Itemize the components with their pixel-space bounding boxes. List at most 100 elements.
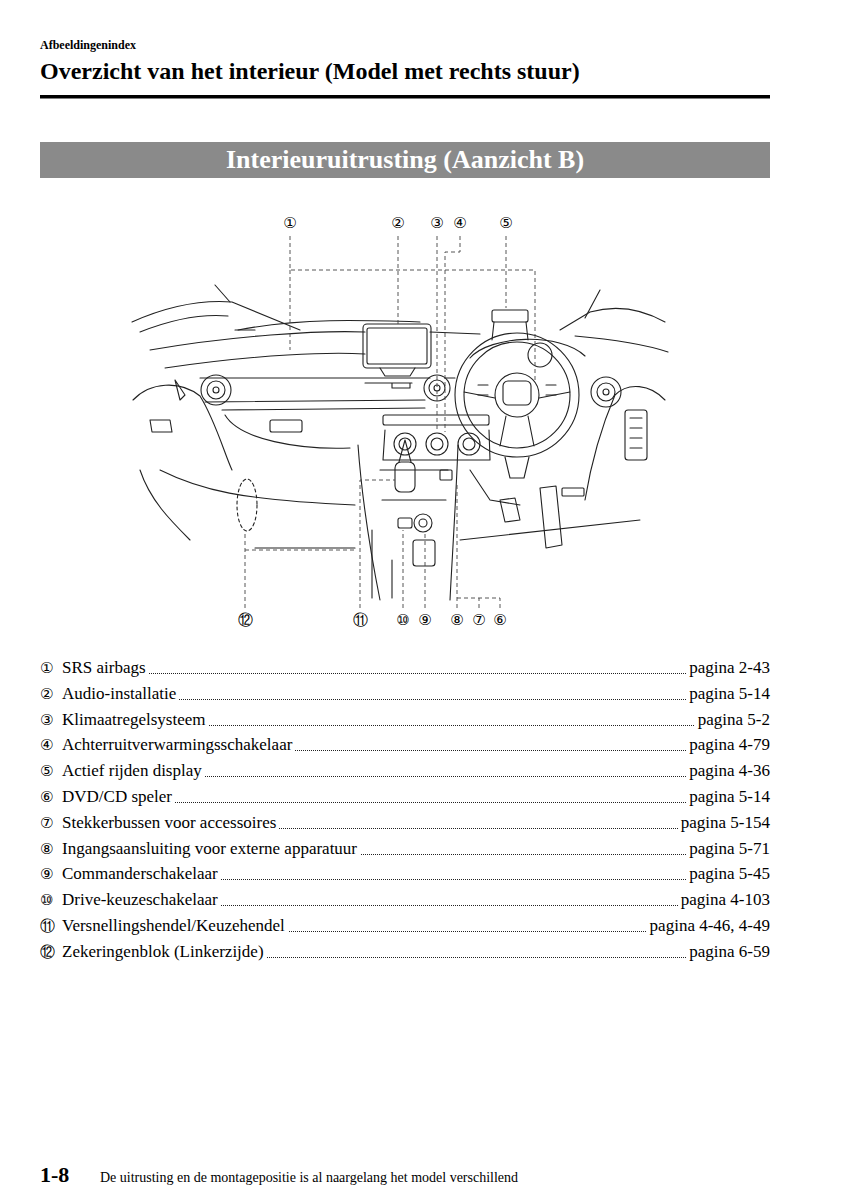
illustration-line: [562, 488, 584, 496]
illustration-line: [440, 470, 452, 480]
leader-line: [403, 530, 404, 608]
list-item: Ingangsaansluiting voor externe apparatu…: [62, 838, 360, 860]
illustration-line: [431, 438, 443, 450]
illustration-line: [363, 324, 431, 368]
list-item: DVD/CD speler: [62, 786, 175, 808]
illustration-line: [255, 547, 355, 548]
band-heading: Interieuruitrusting (Aanzicht B): [226, 145, 584, 175]
page-reference: pagina 5-154: [678, 812, 770, 834]
illustration-line: [503, 381, 531, 405]
page-reference: pagina 5-71: [686, 838, 770, 860]
list-item: SRS airbags: [62, 657, 149, 679]
illustration-line: [150, 420, 172, 432]
running-header: Afbeeldingenindex: [40, 38, 136, 53]
list-number: ②: [40, 683, 53, 705]
illustration-line: [165, 353, 365, 368]
page-reference: pagina 6-59: [686, 941, 770, 963]
list-item: Versnellingshendel/Keuzehendel: [62, 915, 288, 937]
callout-number: ⑪: [347, 610, 373, 630]
page-reference: pagina 5-2: [695, 709, 770, 731]
page-number: 1-8: [40, 1162, 69, 1188]
list-item: Audio-installatie: [62, 683, 179, 705]
callout-number: ①: [277, 213, 303, 233]
leader-line: [398, 236, 399, 324]
leader-line: [479, 598, 500, 608]
list-number: ⑪: [40, 915, 55, 937]
list-number: ⑧: [40, 838, 53, 860]
illustration-line: [270, 420, 302, 432]
leader-line: [437, 236, 438, 432]
illustration-line: [237, 479, 257, 531]
callout-number: ⑫: [232, 610, 258, 630]
illustration-line: [625, 410, 647, 460]
illustration-line: [398, 518, 412, 528]
list-item: Actief rijden display: [62, 760, 205, 782]
illustration-line: [492, 322, 528, 340]
illustration-line: [201, 375, 231, 405]
list-number: ⑤: [40, 760, 53, 782]
illustration-line: [591, 377, 621, 407]
illustration-line: [160, 470, 355, 505]
callout-number: ④: [447, 213, 473, 233]
illustration-line: [463, 438, 475, 450]
leader-line: [445, 236, 460, 432]
illustration-line: [414, 514, 432, 532]
list-item: Achterruitverwarmingsschakelaar: [62, 734, 295, 756]
page-reference: pagina 5-14: [686, 786, 770, 808]
list-item: Klimaatregelsysteem: [62, 709, 209, 731]
list-number: ⑫: [40, 941, 55, 963]
illustration-line: [426, 433, 448, 455]
page-reference: pagina 2-43: [686, 657, 770, 679]
page-reference: pagina 4-46, 4-49: [647, 915, 770, 937]
illustration-line: [500, 498, 520, 522]
list-item: Zekeringenblok (Linkerzijde): [62, 941, 267, 963]
illustration-line: [225, 415, 350, 448]
list-number: ⑨: [40, 863, 53, 885]
illustration-line: [413, 540, 435, 566]
illustration-line: [365, 383, 412, 388]
list-number: ①: [40, 657, 53, 679]
illustration-line: [458, 433, 480, 455]
list-item: Stekkerbussen voor accessoires: [62, 812, 279, 834]
leader-line: [457, 482, 458, 608]
page-reference: pagina 4-36: [686, 760, 770, 782]
illustration-line: [380, 470, 448, 500]
page-reference: pagina 4-103: [678, 889, 770, 911]
dot-leader: [66, 673, 766, 674]
illustration-line: [585, 386, 665, 500]
illustration-line: [140, 316, 228, 332]
illustration-line: [455, 333, 579, 457]
illustration-line: [394, 433, 416, 455]
leader-line: [360, 480, 395, 608]
illustration-line: [150, 332, 668, 352]
illustration-line: [238, 320, 420, 330]
callout-number: ⑥: [487, 610, 513, 630]
page-title: Overzicht van het interieur (Model met r…: [40, 58, 580, 85]
list-number: ⑩: [40, 889, 53, 911]
illustration-line: [372, 530, 392, 598]
illustration-line: [395, 462, 415, 492]
list-number: ④: [40, 734, 53, 756]
illustration-line: [235, 329, 255, 330]
illustration-line: [399, 440, 411, 462]
illustration-line: [175, 380, 185, 400]
title-rule: [40, 95, 770, 99]
list-number: ⑦: [40, 812, 53, 834]
illustration-line: [419, 519, 427, 527]
illustration-line: [603, 389, 609, 395]
illustration-line: [492, 310, 528, 322]
callout-number: ⑨: [412, 610, 438, 630]
illustration-line: [495, 373, 539, 417]
illustration-line: [470, 470, 520, 505]
callout-number: ②: [385, 213, 411, 233]
leader-line: [290, 236, 535, 380]
illustration-line: [205, 400, 425, 402]
leader-line: [290, 270, 291, 350]
illustration-line: [367, 328, 427, 364]
illustration-line: [222, 408, 425, 410]
illustration-line: [540, 486, 562, 548]
callout-leaders: [245, 236, 535, 608]
illustration-line: [380, 368, 415, 376]
page-reference: pagina 5-14: [686, 683, 770, 705]
list-item: Commanderschakelaar: [62, 863, 221, 885]
